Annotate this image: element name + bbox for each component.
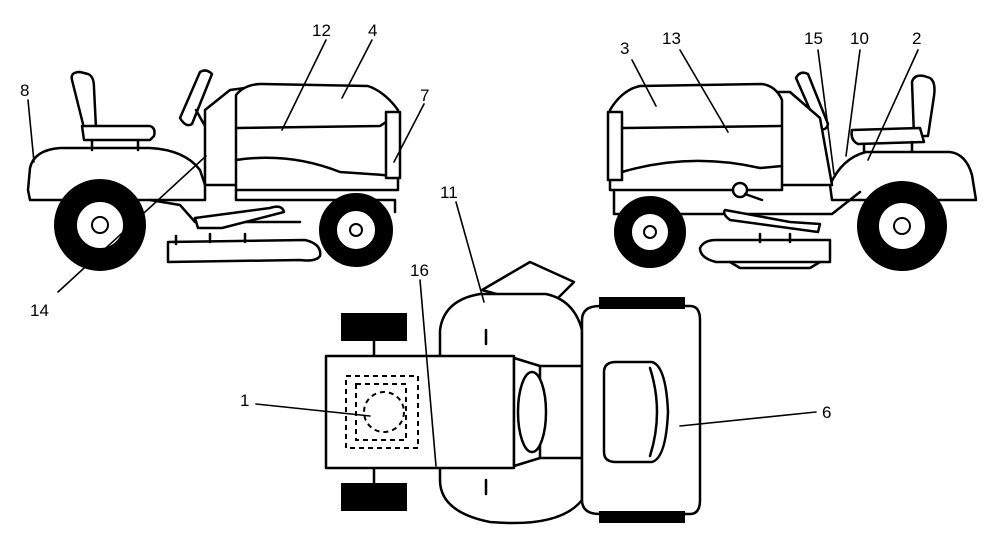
callout-14: 14 <box>30 301 49 320</box>
callout-13: 13 <box>662 29 681 48</box>
top-rear-wheel-upper <box>599 297 685 309</box>
top-front-wheel-lower <box>341 483 407 511</box>
top-rear-wheel-lower <box>599 511 685 523</box>
left-footrest <box>193 205 286 230</box>
callout-11: 11 <box>440 183 458 202</box>
callout-7: 7 <box>420 86 429 105</box>
top-engine-outline <box>345 375 419 449</box>
callout-8: 8 <box>20 81 29 100</box>
tractor-left-side-view <box>26 69 402 271</box>
callout-1: 1 <box>240 391 249 410</box>
callout-12: 12 <box>312 21 331 40</box>
top-seat <box>602 360 670 464</box>
tractor-top-view <box>324 260 702 525</box>
callout-10: 10 <box>850 29 869 48</box>
top-front-wheel-upper <box>341 313 407 341</box>
right-footrest <box>722 208 822 234</box>
top-hood <box>324 354 516 470</box>
right-rear-fender <box>828 150 978 202</box>
callout-15: 15 <box>804 29 823 48</box>
leader-lines <box>27 39 919 467</box>
right-hood <box>608 82 784 192</box>
callout-2: 2 <box>912 29 921 48</box>
callout-3: 3 <box>620 39 629 58</box>
left-hood <box>234 82 400 192</box>
right-seat-back <box>910 74 936 138</box>
callout-labels: 12 4 7 8 14 3 13 15 10 2 11 16 1 6 <box>20 21 921 422</box>
callout-6: 6 <box>822 403 831 422</box>
tractor-right-side-view <box>606 71 978 271</box>
left-seat-cushion <box>80 124 156 142</box>
callout-16: 16 <box>410 261 429 280</box>
left-steering-wheel <box>178 69 214 127</box>
left-seat-back <box>70 70 98 130</box>
left-mower-deck <box>166 238 322 264</box>
right-mower-deck <box>698 238 832 264</box>
top-steering-wheel <box>516 370 548 454</box>
callout-4: 4 <box>368 21 377 40</box>
